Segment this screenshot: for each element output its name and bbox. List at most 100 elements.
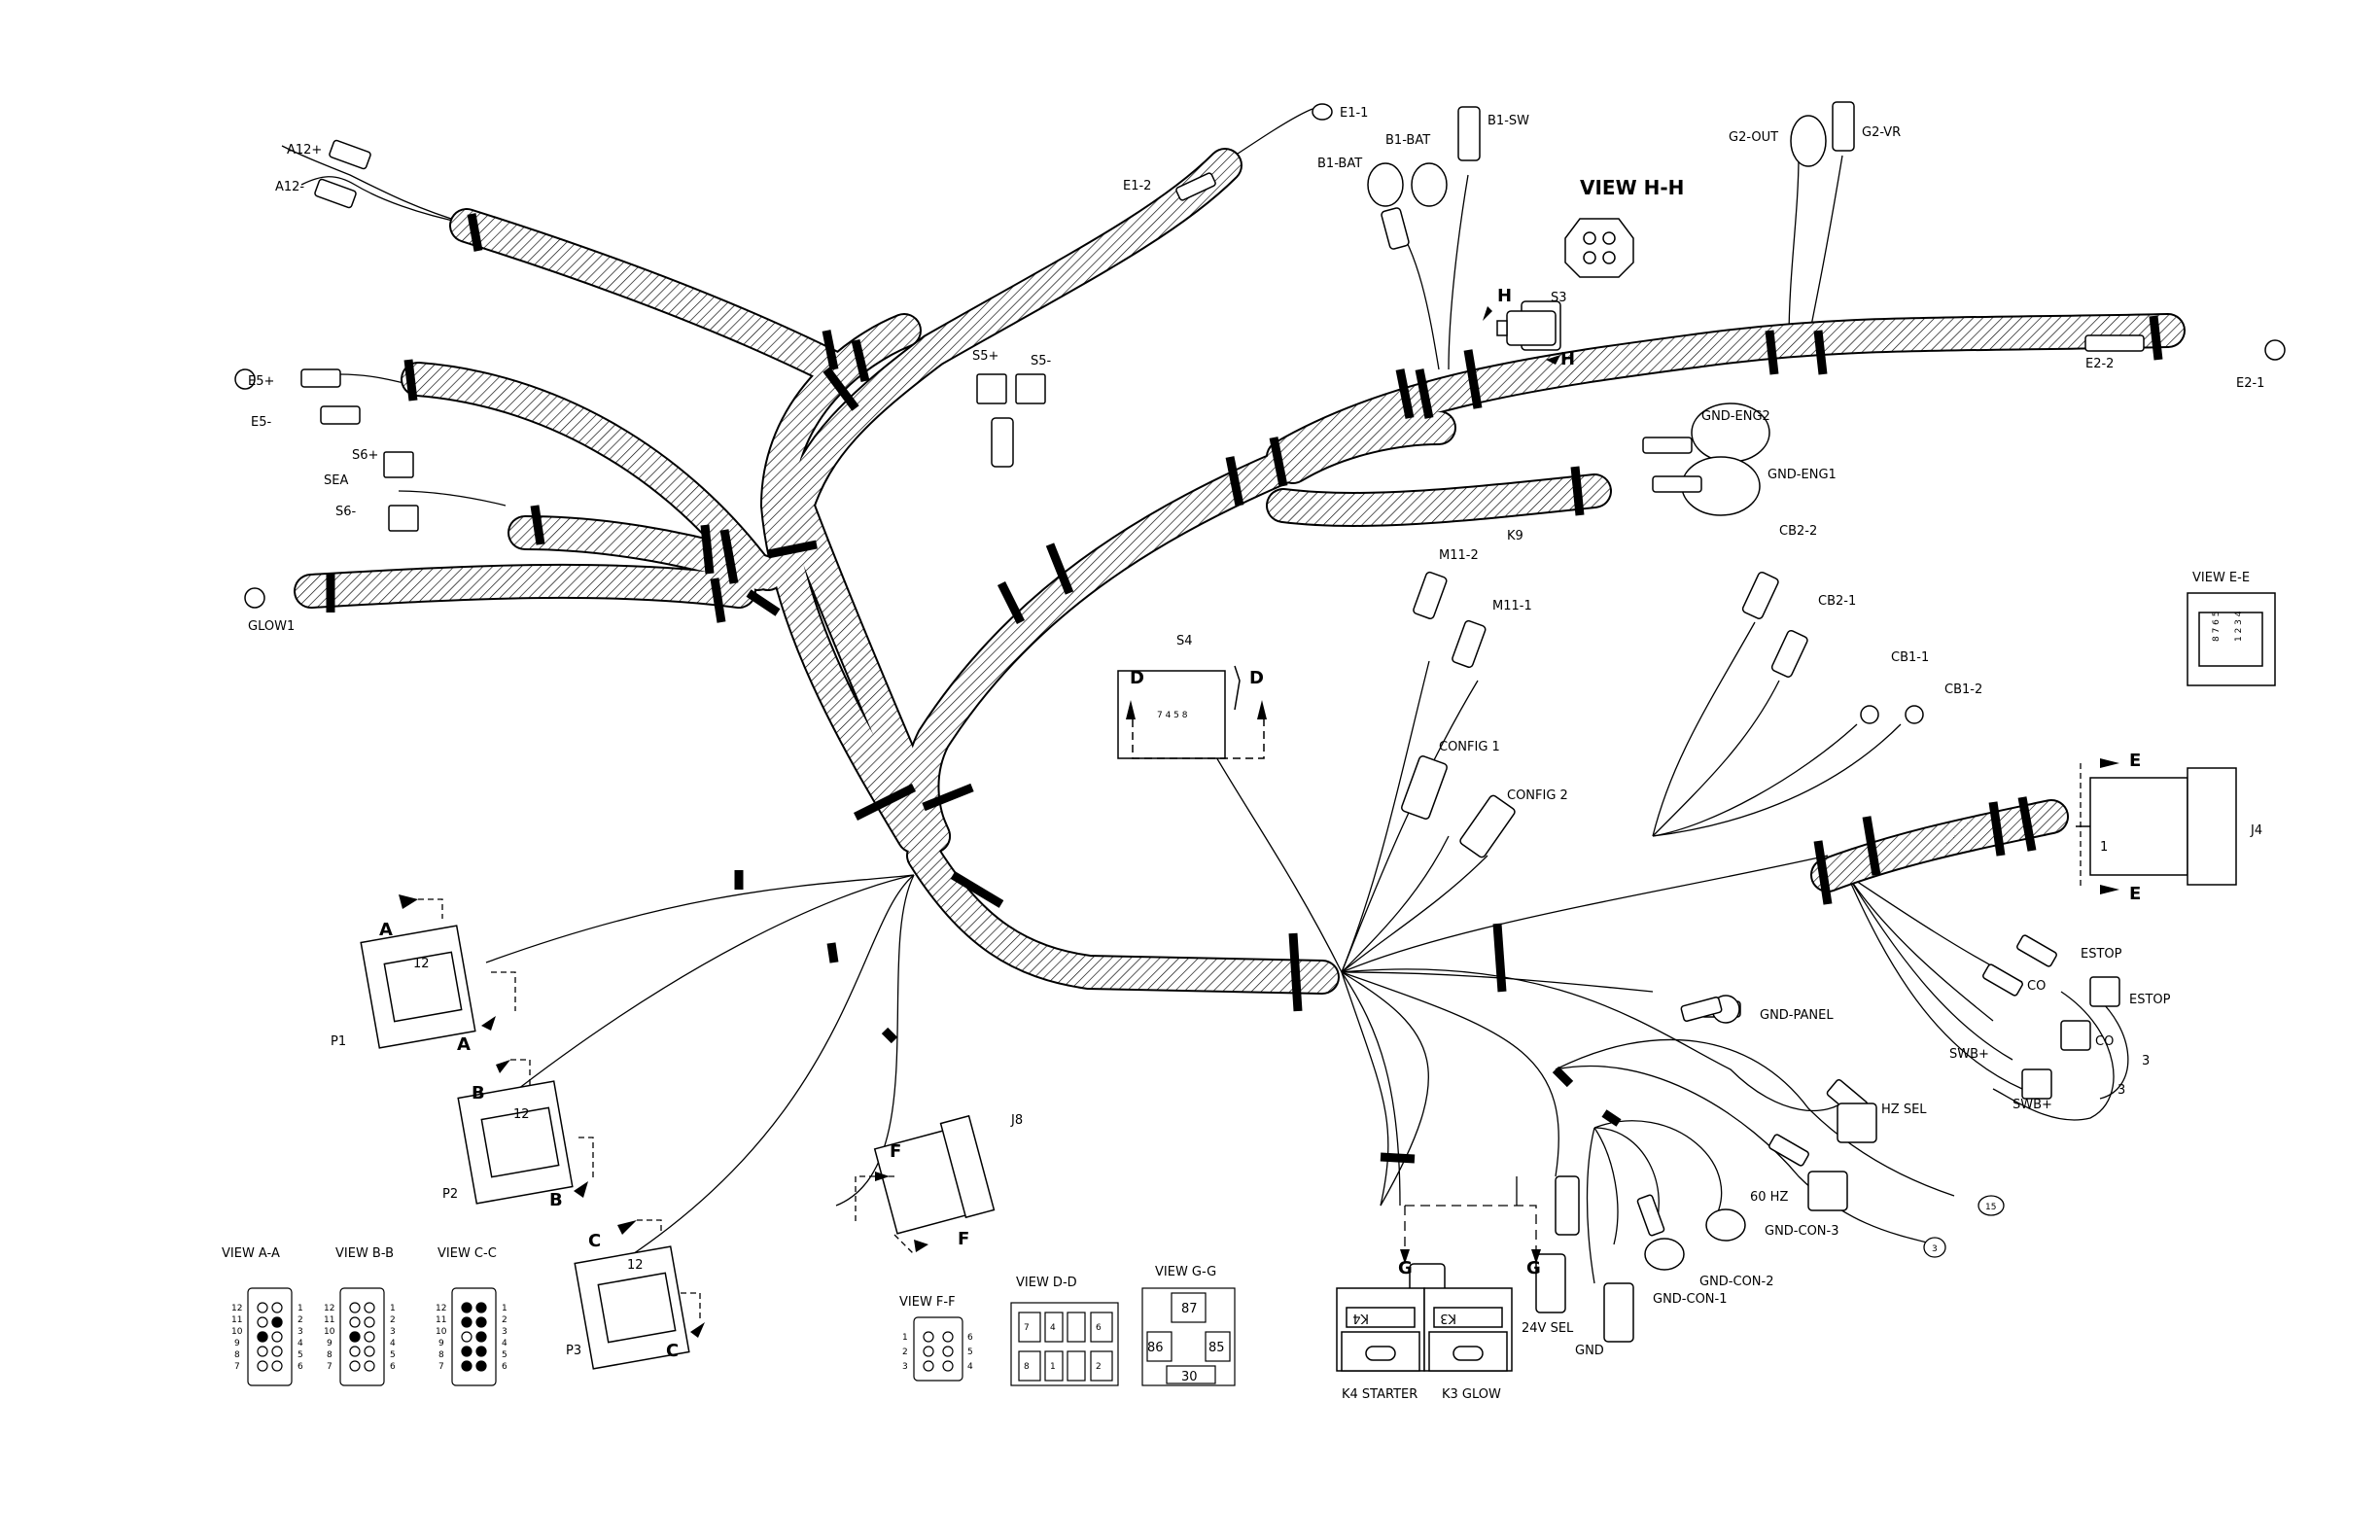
label-k3: K3 [1440,1311,1456,1325]
label-gnd-eng1: GND-ENG1 [1768,468,1837,482]
svg-text:3: 3 [502,1327,508,1337]
label-e-bottom: E [2129,884,2141,904]
label-dd-6: 6 [1096,1323,1102,1333]
label-b-top: B [472,1083,485,1103]
svg-text:2: 2 [902,1348,908,1357]
view-hh-connector [1564,218,1634,278]
svg-text:6: 6 [967,1333,973,1343]
label-gnd-con-1: GND-CON-1 [1653,1292,1728,1307]
svg-text:7: 7 [438,1362,444,1372]
label-e1-1: E1-1 [1340,106,1368,121]
svg-text:9: 9 [234,1339,240,1348]
svg-text:7: 7 [234,1362,240,1372]
label-b1-bat-b: B1-BAT [1385,133,1430,148]
svg-text:9: 9 [438,1339,444,1348]
label-ee-pins-bottom: 1 2 3 4 [2234,611,2244,642]
label-a-top: A [379,920,393,940]
label-gnd-con-2: GND-CON-2 [1699,1275,1774,1289]
svg-text:5: 5 [390,1350,396,1360]
view-cc-diagram [451,1287,497,1386]
svg-text:4: 4 [502,1339,508,1348]
label-b1-bat-a: B1-BAT [1317,157,1362,171]
label-dd-4: 4 [1050,1323,1056,1333]
svg-text:8: 8 [438,1350,444,1360]
label-swb-plus-2: SWB+ [2012,1098,2052,1112]
label-glow1: GLOW1 [248,619,295,634]
svg-text:12: 12 [231,1304,242,1313]
svg-text:10: 10 [324,1327,335,1337]
label-j4: J4 [2250,823,2262,838]
label-view-gg: VIEW G-G [1155,1265,1216,1279]
svg-text:10: 10 [231,1327,243,1337]
svg-text:11: 11 [324,1315,334,1325]
label-cb1-2: CB1-2 [1944,682,1982,697]
svg-text:1: 1 [390,1304,396,1313]
svg-text:9: 9 [327,1339,332,1348]
label-b1-sw: B1-SW [1488,114,1529,128]
label-s6-minus: S6- [335,505,357,519]
switch-s4[interactable] [1117,665,1265,759]
label-view-hh: VIEW H-H [1580,176,1684,199]
label-f-bottom: F [958,1229,969,1249]
svg-text:5: 5 [967,1348,973,1357]
label-view-dd: VIEW D-D [1016,1276,1077,1290]
relay-k3[interactable] [1423,1287,1513,1372]
relay-k4[interactable] [1336,1287,1425,1372]
label-dd-8: 8 [1024,1362,1030,1372]
label-j4-pin: 1 [2100,840,2108,855]
label-gnd: GND [1575,1344,1604,1358]
label-s6-plus: S6+ [352,448,378,463]
label-view-ff: VIEW F-F [899,1295,956,1310]
label-60-hz: 60 HZ [1750,1190,1788,1205]
label-h-2: H [1560,349,1575,369]
connector-p1[interactable] [360,925,476,1049]
label-m11-2: M11-2 [1439,548,1479,563]
label-view-aa: VIEW A-A [222,1246,280,1261]
connector-p3[interactable] [574,1245,690,1370]
label-number-3b: 3 [2118,1083,2125,1098]
connector-j8[interactable] [873,1114,996,1235]
label-k3-glow: K3 GLOW [1442,1387,1501,1402]
label-cb2-2: CB2-2 [1779,524,1817,539]
label-co-1: CO [2027,979,2046,994]
label-k9: K9 [1507,529,1523,543]
label-gg-30: 30 [1181,1370,1198,1384]
label-s5-plus: S5+ [972,349,998,364]
svg-text:7: 7 [327,1362,332,1372]
label-g-2: G [1526,1258,1541,1278]
label-view-bb: VIEW B-B [335,1246,394,1261]
view-dd-diagram [1010,1302,1119,1386]
label-k4-starter: K4 STARTER [1342,1387,1418,1402]
cable-ties [326,213,2163,1164]
label-gg-85: 85 [1208,1341,1225,1355]
label-d-1: D [1130,668,1144,688]
connector-p2[interactable] [457,1080,574,1205]
svg-text:2: 2 [390,1315,396,1325]
view-bb-diagram [339,1287,385,1386]
connector-j4[interactable] [2076,767,2237,886]
label-estop-1: ESTOP [2081,947,2122,962]
label-m11-1: M11-1 [1492,599,1532,613]
label-e1-2: E1-2 [1123,179,1151,193]
label-h-1: H [1497,286,1512,306]
label-p1: P1 [331,1034,346,1049]
svg-text:4: 4 [390,1339,396,1348]
svg-text:2: 2 [502,1315,508,1325]
label-s5-minus: S5- [1031,354,1052,368]
label-config-2: CONFIG 2 [1507,788,1568,803]
svg-text:10: 10 [436,1327,447,1337]
label-cb1-1: CB1-1 [1891,650,1929,665]
label-a12-minus: A12- [275,180,304,194]
label-dd-7: 7 [1024,1323,1030,1333]
view-ee-connector [2187,592,2276,686]
label-s4: S4 [1176,634,1193,648]
label-s3: S3 [1551,291,1567,305]
label-p2-12: 12 [513,1107,530,1122]
label-hz-sel: HZ SEL [1881,1102,1927,1117]
label-e5-minus: E5- [251,415,271,430]
harness-bundles [294,148,2186,995]
svg-text:4: 4 [967,1362,973,1372]
labels: A12+ A12- E1-1 E1-2 B1-BAT B1-BAT B1-SW … [222,106,2264,1402]
label-g-1: G [1398,1258,1413,1278]
switch-s3[interactable] [1496,310,1557,346]
